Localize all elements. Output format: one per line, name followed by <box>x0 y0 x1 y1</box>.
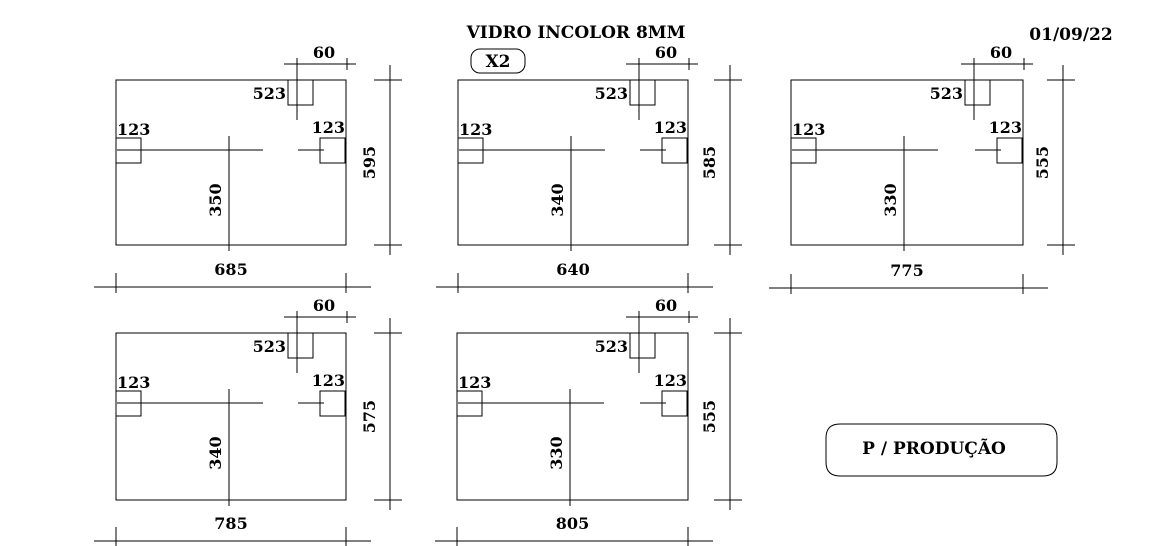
left-cut-label: 123 <box>792 120 825 139</box>
top-notch-square <box>964 79 991 106</box>
glass-panel-3: 123 123 330 60 523 775 555 <box>769 43 1075 294</box>
top-notch-square <box>287 332 314 359</box>
height-label: 555 <box>700 400 719 433</box>
offset-label: 60 <box>655 43 677 62</box>
glass-panel-1: 123 123 350 60 523 685 595 <box>94 43 402 293</box>
height-label: 555 <box>1033 146 1052 179</box>
offset-label: 60 <box>313 296 335 315</box>
right-cut-label: 123 <box>312 118 345 137</box>
right-cut-label: 123 <box>312 371 345 390</box>
right-cut-label: 123 <box>989 118 1022 137</box>
width-label: 805 <box>556 514 589 533</box>
glass-panel-4: 123 123 340 60 523 785 575 <box>94 296 402 546</box>
notch-label: 523 <box>253 337 286 356</box>
height-label: 595 <box>360 146 379 179</box>
glass-panels: 123 123 350 60 523 685 595 123 123 340 60 523 640 585… <box>94 43 1075 546</box>
left-cut-label: 123 <box>458 373 491 392</box>
top-notch-square <box>629 79 656 106</box>
center-height-label: 330 <box>547 436 566 469</box>
height-label: 575 <box>360 400 379 433</box>
drawing-date: 01/09/22 <box>1029 25 1112 45</box>
quantity-badge: X2 <box>485 52 510 72</box>
center-height-label: 340 <box>548 183 567 216</box>
top-notch-square <box>287 79 314 106</box>
glass-panel-5: 123 123 330 60 523 805 555 <box>435 296 742 546</box>
left-cut-label: 123 <box>117 120 150 139</box>
drawing-title: VIDRO INCOLOR 8MM <box>466 23 686 43</box>
right-cut-label: 123 <box>654 371 687 390</box>
height-label: 585 <box>700 146 719 179</box>
glass-panel-2: 123 123 340 60 523 640 585 <box>436 43 742 293</box>
width-label: 785 <box>214 514 247 533</box>
width-label: 775 <box>890 261 923 280</box>
width-label: 685 <box>214 260 247 279</box>
notch-label: 523 <box>253 84 286 103</box>
center-height-label: 330 <box>881 183 900 216</box>
notch-label: 523 <box>595 337 628 356</box>
production-stamp: P / PRODUÇÃO <box>862 437 1006 459</box>
offset-label: 60 <box>990 43 1012 62</box>
offset-label: 60 <box>313 43 335 62</box>
notch-label: 523 <box>595 84 628 103</box>
left-cut-label: 123 <box>117 373 150 392</box>
right-cut-label: 123 <box>654 118 687 137</box>
width-label: 640 <box>556 260 589 279</box>
production-stamp-frame <box>825 423 1058 477</box>
top-notch-square <box>629 332 656 359</box>
left-cut-label: 123 <box>459 120 492 139</box>
quantity-badge-frame <box>470 48 526 74</box>
offset-label: 60 <box>655 296 677 315</box>
center-height-label: 340 <box>206 436 225 469</box>
notch-label: 523 <box>930 84 963 103</box>
center-height-label: 350 <box>206 183 225 216</box>
